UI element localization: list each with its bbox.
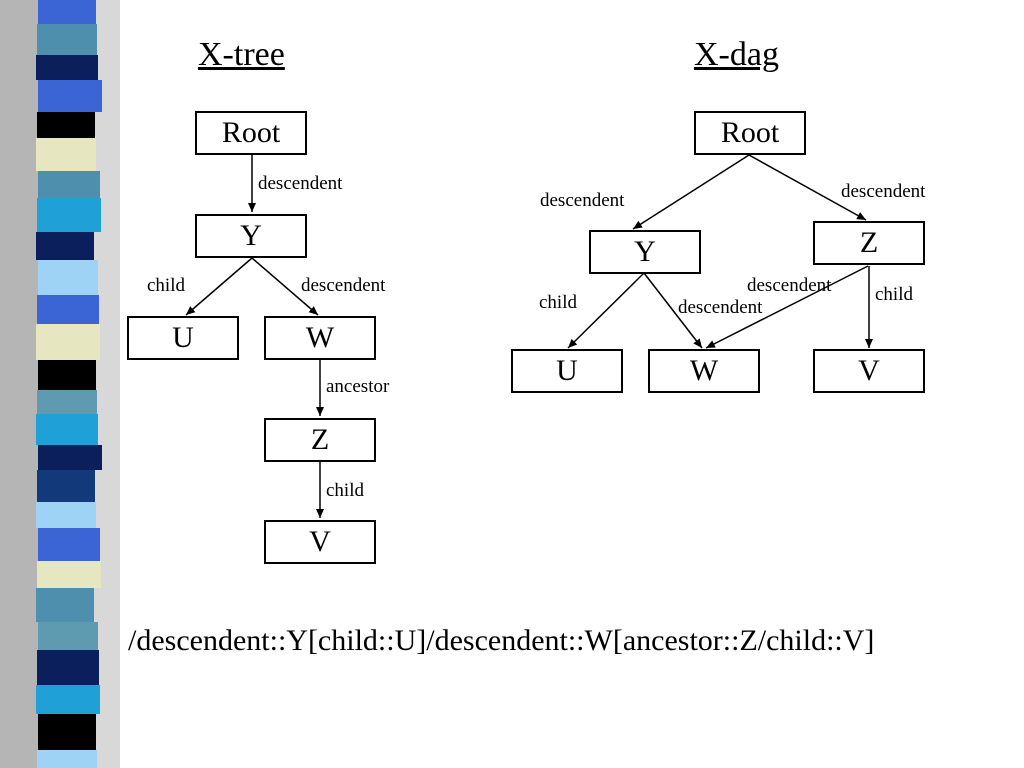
xtree-label-y-w: descendent	[301, 275, 386, 296]
stripe-block	[38, 445, 102, 470]
xtree-node-v: V	[264, 520, 376, 564]
xdag-edge-root-z	[748, 154, 867, 221]
stripe-block	[37, 24, 97, 55]
xdag-node-z: Z	[813, 221, 925, 265]
xtree-label-w-z: ancestor	[326, 376, 390, 397]
xtree-label-root-y: descendent	[258, 173, 343, 194]
xdag-label-root-y: descendent	[540, 190, 625, 211]
xtree-edge-y-w	[251, 257, 319, 316]
xdag-node-root: Root	[694, 111, 806, 155]
stripe-block	[36, 138, 96, 171]
stripe-block	[38, 171, 100, 198]
decorative-stripe	[0, 0, 120, 768]
xdag-title: X-dag	[694, 36, 779, 73]
xtree-label-z-v: child	[326, 480, 364, 501]
xtree-label-y-u: child	[147, 275, 185, 296]
stripe-block	[38, 714, 96, 750]
xtree-title: X-tree	[198, 36, 285, 73]
xtree-node-z: Z	[264, 418, 376, 462]
stripe-block	[36, 502, 96, 528]
stripe-block	[37, 750, 97, 768]
stripe-block	[37, 470, 95, 502]
xdag-node-v: V	[813, 349, 925, 393]
stripe-block	[38, 0, 96, 24]
stripe-block	[37, 198, 101, 232]
stripe-block	[36, 588, 94, 622]
xpath-query: /descendent::Y[child::U]/descendent::W[a…	[128, 624, 875, 657]
xdag-label-z-w: descendent	[747, 275, 832, 296]
xtree-node-w: W	[264, 316, 376, 360]
stripe-block	[37, 561, 101, 588]
xtree-node-u: U	[127, 316, 239, 360]
stripe-block	[36, 414, 98, 445]
stripe-block	[36, 685, 100, 714]
stripe-block	[38, 80, 102, 112]
stripe-block	[38, 260, 98, 295]
xdag-edge-y-w	[643, 272, 703, 349]
xdag-node-u: U	[511, 349, 623, 393]
xtree-edge-y-u	[185, 257, 253, 316]
xdag-edge-root-y	[632, 154, 750, 230]
stripe-block	[38, 528, 100, 561]
xdag-label-root-z: descendent	[841, 181, 926, 202]
stripe-block	[37, 650, 99, 685]
stripe-block	[38, 360, 96, 390]
xdag-edge-y-u	[567, 272, 645, 349]
xdag-label-z-v: child	[875, 284, 913, 305]
stripe-block	[36, 324, 100, 360]
stripe-block	[37, 390, 97, 414]
xdag-label-y-w: descendent	[678, 297, 763, 318]
xdag-edge-z-w	[705, 265, 869, 349]
xdag-label-y-u: child	[539, 292, 577, 313]
stripe-block	[36, 55, 98, 80]
xtree-node-y: Y	[195, 214, 307, 258]
stripe-block	[37, 295, 99, 324]
stripe-block	[36, 232, 94, 260]
xdag-node-y: Y	[589, 230, 701, 274]
stripe-block	[38, 622, 98, 650]
xtree-node-root: Root	[195, 111, 307, 155]
stripe-block	[37, 112, 95, 138]
xdag-node-w: W	[648, 349, 760, 393]
